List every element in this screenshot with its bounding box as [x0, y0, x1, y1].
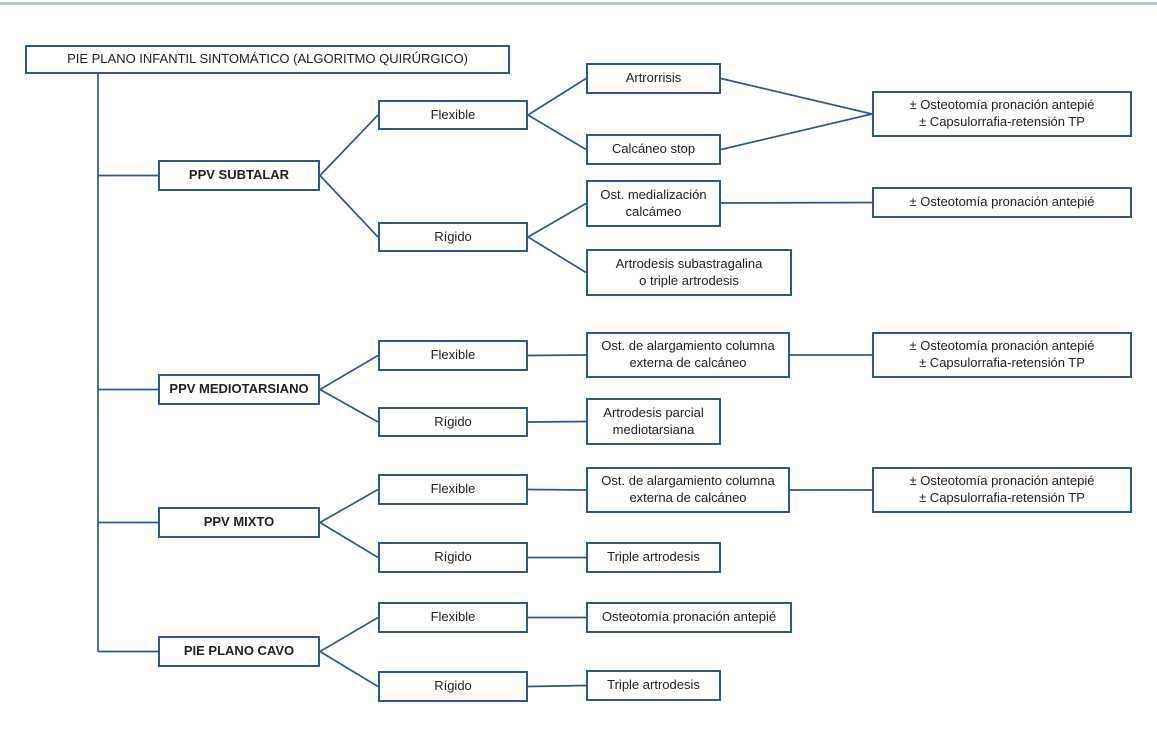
node-calcaneo-stop: Calcáneo stop: [586, 134, 721, 165]
node-artrodesis-parcial: Artrodesis parcial mediotarsiana: [586, 398, 721, 445]
node-triple-artrodesis-mixto: Triple artrodesis: [586, 542, 721, 573]
top-divider-rule: [0, 2, 1157, 5]
node-cavo-flexible: Flexible: [378, 602, 528, 633]
node-subtalar-flexible: Flexible: [378, 100, 528, 130]
node-ost-alargamiento-mixto: Ost. de alargamiento columna externa de …: [586, 467, 790, 513]
node-ost-alargamiento-mediotarsiano: Ost. de alargamiento columna externa de …: [586, 332, 790, 378]
node-outcome-mixto-flexible: ± Osteotomía pronación antepié ± Capsulo…: [872, 467, 1132, 513]
node-ppv-mediotarsiano: PPV MEDIOTARSIANO: [158, 374, 320, 405]
node-cavo-rigido: Rígido: [378, 671, 528, 702]
node-ppv-subtalar: PPV SUBTALAR: [158, 160, 320, 191]
node-ppv-mixto: PPV MIXTO: [158, 507, 320, 538]
node-outcome-subtalar-flexible: ± Osteotomía pronación antepié ± Capsulo…: [872, 91, 1132, 137]
node-artrodesis-subastragalina: Artrodesis subastragalina o triple artro…: [586, 249, 792, 296]
node-artrorrisis: Artrorrisis: [586, 63, 721, 94]
node-triple-artrodesis-cavo: Triple artrodesis: [586, 670, 721, 701]
node-mixto-flexible: Flexible: [378, 474, 528, 505]
node-osteotomia-pronacion-cavo: Osteotomía pronación antepié: [586, 602, 792, 633]
node-outcome-subtalar-rigido: ± Osteotomía pronación antepié: [872, 187, 1132, 218]
node-outcome-mediotarsiano-flexible: ± Osteotomía pronación antepié ± Capsulo…: [872, 332, 1132, 378]
node-subtalar-rigido: Rígido: [378, 222, 528, 252]
node-root-title: PIE PLANO INFANTIL SINTOMÁTICO (ALGORITM…: [25, 45, 510, 74]
node-pie-plano-cavo: PIE PLANO CAVO: [158, 636, 320, 667]
node-mediotarsiano-rigido: Rígido: [378, 407, 528, 437]
node-mixto-rigido: Rígido: [378, 542, 528, 573]
node-mediotarsiano-flexible: Flexible: [378, 340, 528, 371]
node-ost-medializacion: Ost. medialización calcámeo: [586, 180, 721, 227]
